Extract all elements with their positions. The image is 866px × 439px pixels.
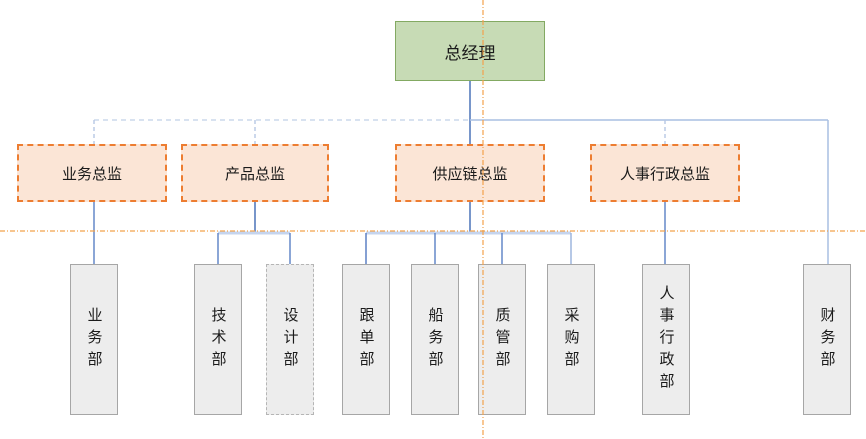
node-hr-admin-dept-label: 人事行政部 bbox=[657, 284, 675, 395]
node-finance-dept-label: 财务部 bbox=[818, 306, 836, 373]
node-hr-admin-dept[interactable]: 人事行政部 bbox=[642, 264, 690, 415]
node-design-dept-label: 设计部 bbox=[281, 306, 299, 373]
node-product-director[interactable]: 产品总监 bbox=[181, 144, 329, 202]
node-tech-dept-label: 技术部 bbox=[209, 306, 227, 373]
node-design-dept[interactable]: 设计部 bbox=[266, 264, 314, 415]
node-product-director-label: 产品总监 bbox=[224, 165, 285, 183]
node-business-dept-label: 业务部 bbox=[85, 306, 103, 373]
node-shipping-dept[interactable]: 船务部 bbox=[411, 264, 459, 415]
node-purchasing-dept[interactable]: 采购部 bbox=[547, 264, 595, 415]
node-quality-control-dept-label: 质管部 bbox=[493, 306, 511, 373]
node-finance-dept[interactable]: 财务部 bbox=[803, 264, 851, 415]
node-quality-control-dept[interactable]: 质管部 bbox=[478, 264, 526, 415]
node-hr-admin-director[interactable]: 人事行政总监 bbox=[590, 144, 740, 202]
node-merchandising-dept-label: 跟单部 bbox=[357, 306, 375, 373]
node-business-dept[interactable]: 业务部 bbox=[70, 264, 118, 415]
node-general-manager[interactable]: 总经理 bbox=[395, 21, 545, 81]
node-hr-admin-director-label: 人事行政总监 bbox=[619, 165, 710, 183]
node-business-director-label: 业务总监 bbox=[61, 165, 122, 183]
node-purchasing-dept-label: 采购部 bbox=[562, 306, 580, 373]
node-general-manager-label: 总经理 bbox=[444, 43, 496, 63]
node-business-director[interactable]: 业务总监 bbox=[17, 144, 167, 202]
node-merchandising-dept[interactable]: 跟单部 bbox=[342, 264, 390, 415]
node-supply-chain-director[interactable]: 供应链总监 bbox=[395, 144, 545, 202]
node-supply-chain-director-label: 供应链总监 bbox=[432, 165, 508, 183]
node-shipping-dept-label: 船务部 bbox=[426, 306, 444, 373]
node-tech-dept[interactable]: 技术部 bbox=[194, 264, 242, 415]
